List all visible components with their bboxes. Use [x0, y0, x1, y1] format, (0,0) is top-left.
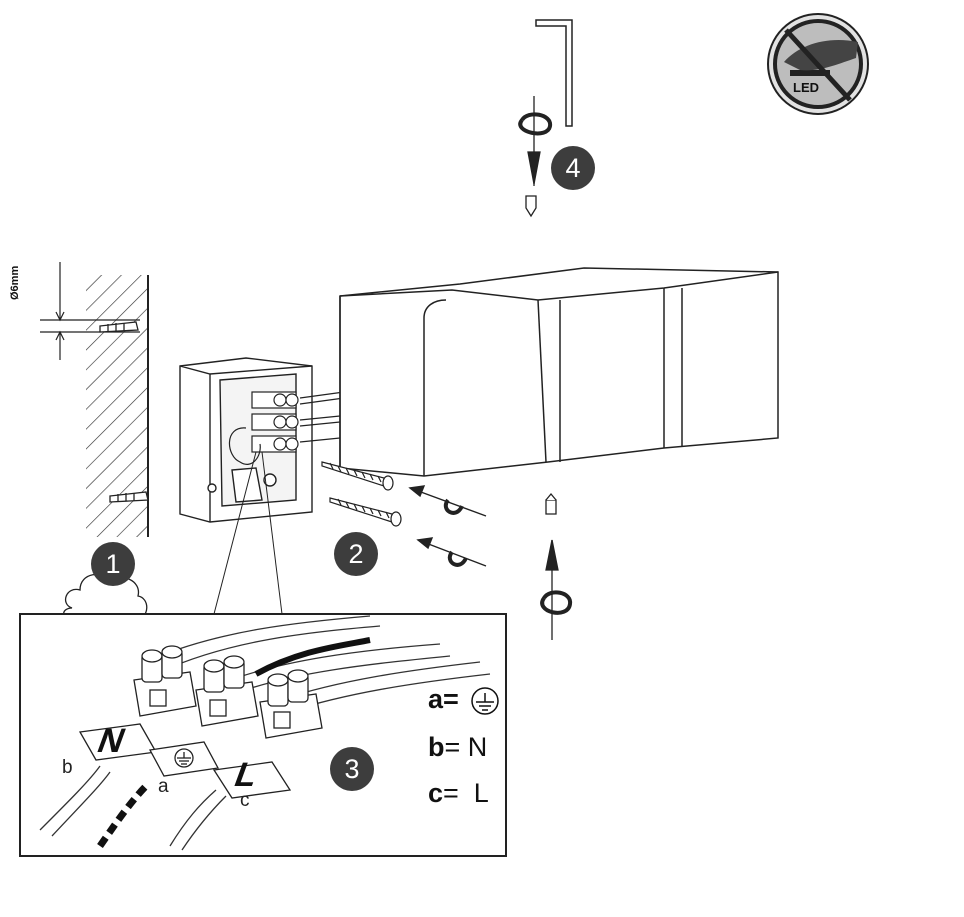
wall-plug-bottom [109, 491, 149, 503]
detail-leader-lines [213, 451, 283, 615]
step-3-badge: 3 [330, 747, 374, 791]
box-terminals [228, 391, 345, 465]
hex-key-icon [535, 19, 573, 127]
wire-c-label: c [240, 790, 250, 811]
grub-screw-top [518, 96, 552, 218]
legend-a: a= [428, 684, 459, 715]
wall-plug-top [99, 321, 139, 333]
legend-c: c= L [428, 778, 489, 809]
led-warning-label: LED [793, 80, 819, 95]
screw-rotation-arrows [408, 485, 487, 567]
legend-b-value: = N [444, 732, 488, 762]
step-1-badge: 1 [91, 542, 135, 586]
hole-dimension [40, 262, 140, 360]
no-touch-led-icon [767, 13, 869, 115]
screw-lower [329, 497, 402, 527]
legend-earth-icon [471, 687, 499, 715]
hole-diameter-label: Ø6mm [9, 265, 21, 300]
legend-a-key: a= [428, 684, 459, 714]
wire-a-label: a [158, 776, 169, 797]
legend-b: b= N [428, 732, 487, 763]
legend-b-key: b [428, 732, 445, 762]
wire-b-label: b [62, 757, 73, 778]
step-2-badge: 2 [334, 532, 378, 576]
step-4-badge: 4 [551, 146, 595, 190]
legend-c-value: = L [443, 778, 489, 808]
wiring-detail-box [19, 613, 507, 857]
luminaire [339, 267, 779, 477]
screw-upper [321, 461, 394, 491]
legend-c-key: c [428, 778, 444, 808]
grub-screw-bottom [540, 492, 573, 640]
